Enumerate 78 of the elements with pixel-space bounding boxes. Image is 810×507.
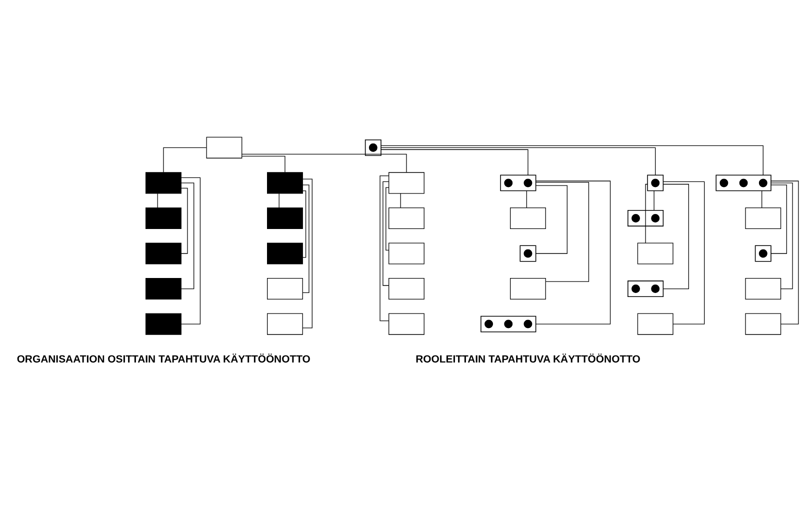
node-box <box>206 136 242 158</box>
connector <box>302 178 312 328</box>
node-circle <box>524 178 532 188</box>
node-circle <box>739 178 748 188</box>
node-box <box>388 278 424 300</box>
connector <box>302 184 310 294</box>
connector <box>535 182 590 282</box>
node-circle <box>651 284 660 294</box>
connector <box>242 156 286 173</box>
node-box <box>267 278 303 300</box>
cluster <box>628 210 664 226</box>
node-box <box>267 172 303 194</box>
connector <box>278 193 280 208</box>
connector <box>180 188 188 254</box>
node-box <box>510 278 546 300</box>
node-circle <box>524 249 532 258</box>
label: ROOLEITTAIN TAPAHTUVA KÄYTTÖÖNOTTO <box>416 354 640 366</box>
connector <box>242 154 407 173</box>
connector <box>380 175 389 322</box>
connector <box>380 149 528 176</box>
node-circle <box>758 249 768 258</box>
connector <box>302 190 306 258</box>
connector <box>526 190 527 208</box>
node-circle <box>651 178 660 188</box>
connector <box>382 181 389 286</box>
node-circle <box>368 143 378 152</box>
connector <box>645 184 648 244</box>
connector <box>180 177 201 324</box>
node-circle <box>632 214 640 222</box>
connector <box>380 145 764 176</box>
connector <box>180 182 194 290</box>
connector <box>535 185 568 254</box>
node-box <box>146 278 182 300</box>
cluster <box>520 245 536 262</box>
cluster <box>500 174 536 192</box>
connector <box>770 180 799 324</box>
cluster <box>480 316 536 332</box>
node-circle <box>504 320 513 328</box>
cluster <box>628 280 664 297</box>
node-box <box>146 207 182 229</box>
cluster <box>647 174 664 192</box>
connector <box>386 187 390 251</box>
node-box <box>146 313 182 335</box>
connector <box>535 180 611 324</box>
node-box <box>267 207 303 229</box>
connector <box>380 147 656 176</box>
node-circle <box>651 214 660 222</box>
connector <box>662 184 689 290</box>
node-box <box>510 207 546 229</box>
node-box <box>388 172 424 194</box>
label: ORGANISAATION OSITTAIN TAPAHTUVA KÄYTTÖÖNOTTO <box>16 354 310 366</box>
connector <box>770 182 793 290</box>
node-box <box>267 313 303 335</box>
node-box <box>637 242 674 264</box>
node-circle <box>484 320 494 328</box>
node-box <box>146 242 182 264</box>
node-box <box>388 207 424 229</box>
connector <box>400 193 401 208</box>
node-circle <box>758 178 768 188</box>
connector <box>770 184 787 254</box>
node-circle <box>632 284 640 294</box>
connector <box>157 193 158 208</box>
cluster <box>364 139 382 156</box>
node-box <box>637 313 674 335</box>
node-circle <box>720 178 728 188</box>
node-box <box>388 313 424 335</box>
node-circle <box>524 320 532 328</box>
node-box <box>146 172 182 194</box>
node-box <box>388 242 424 264</box>
cluster <box>716 174 772 192</box>
node-circle <box>504 178 513 188</box>
node-box <box>267 242 303 264</box>
node-box <box>745 278 782 300</box>
connector <box>163 147 207 173</box>
cluster <box>754 245 772 262</box>
node-box <box>745 313 782 335</box>
connector <box>662 181 705 324</box>
node-box <box>745 207 782 229</box>
